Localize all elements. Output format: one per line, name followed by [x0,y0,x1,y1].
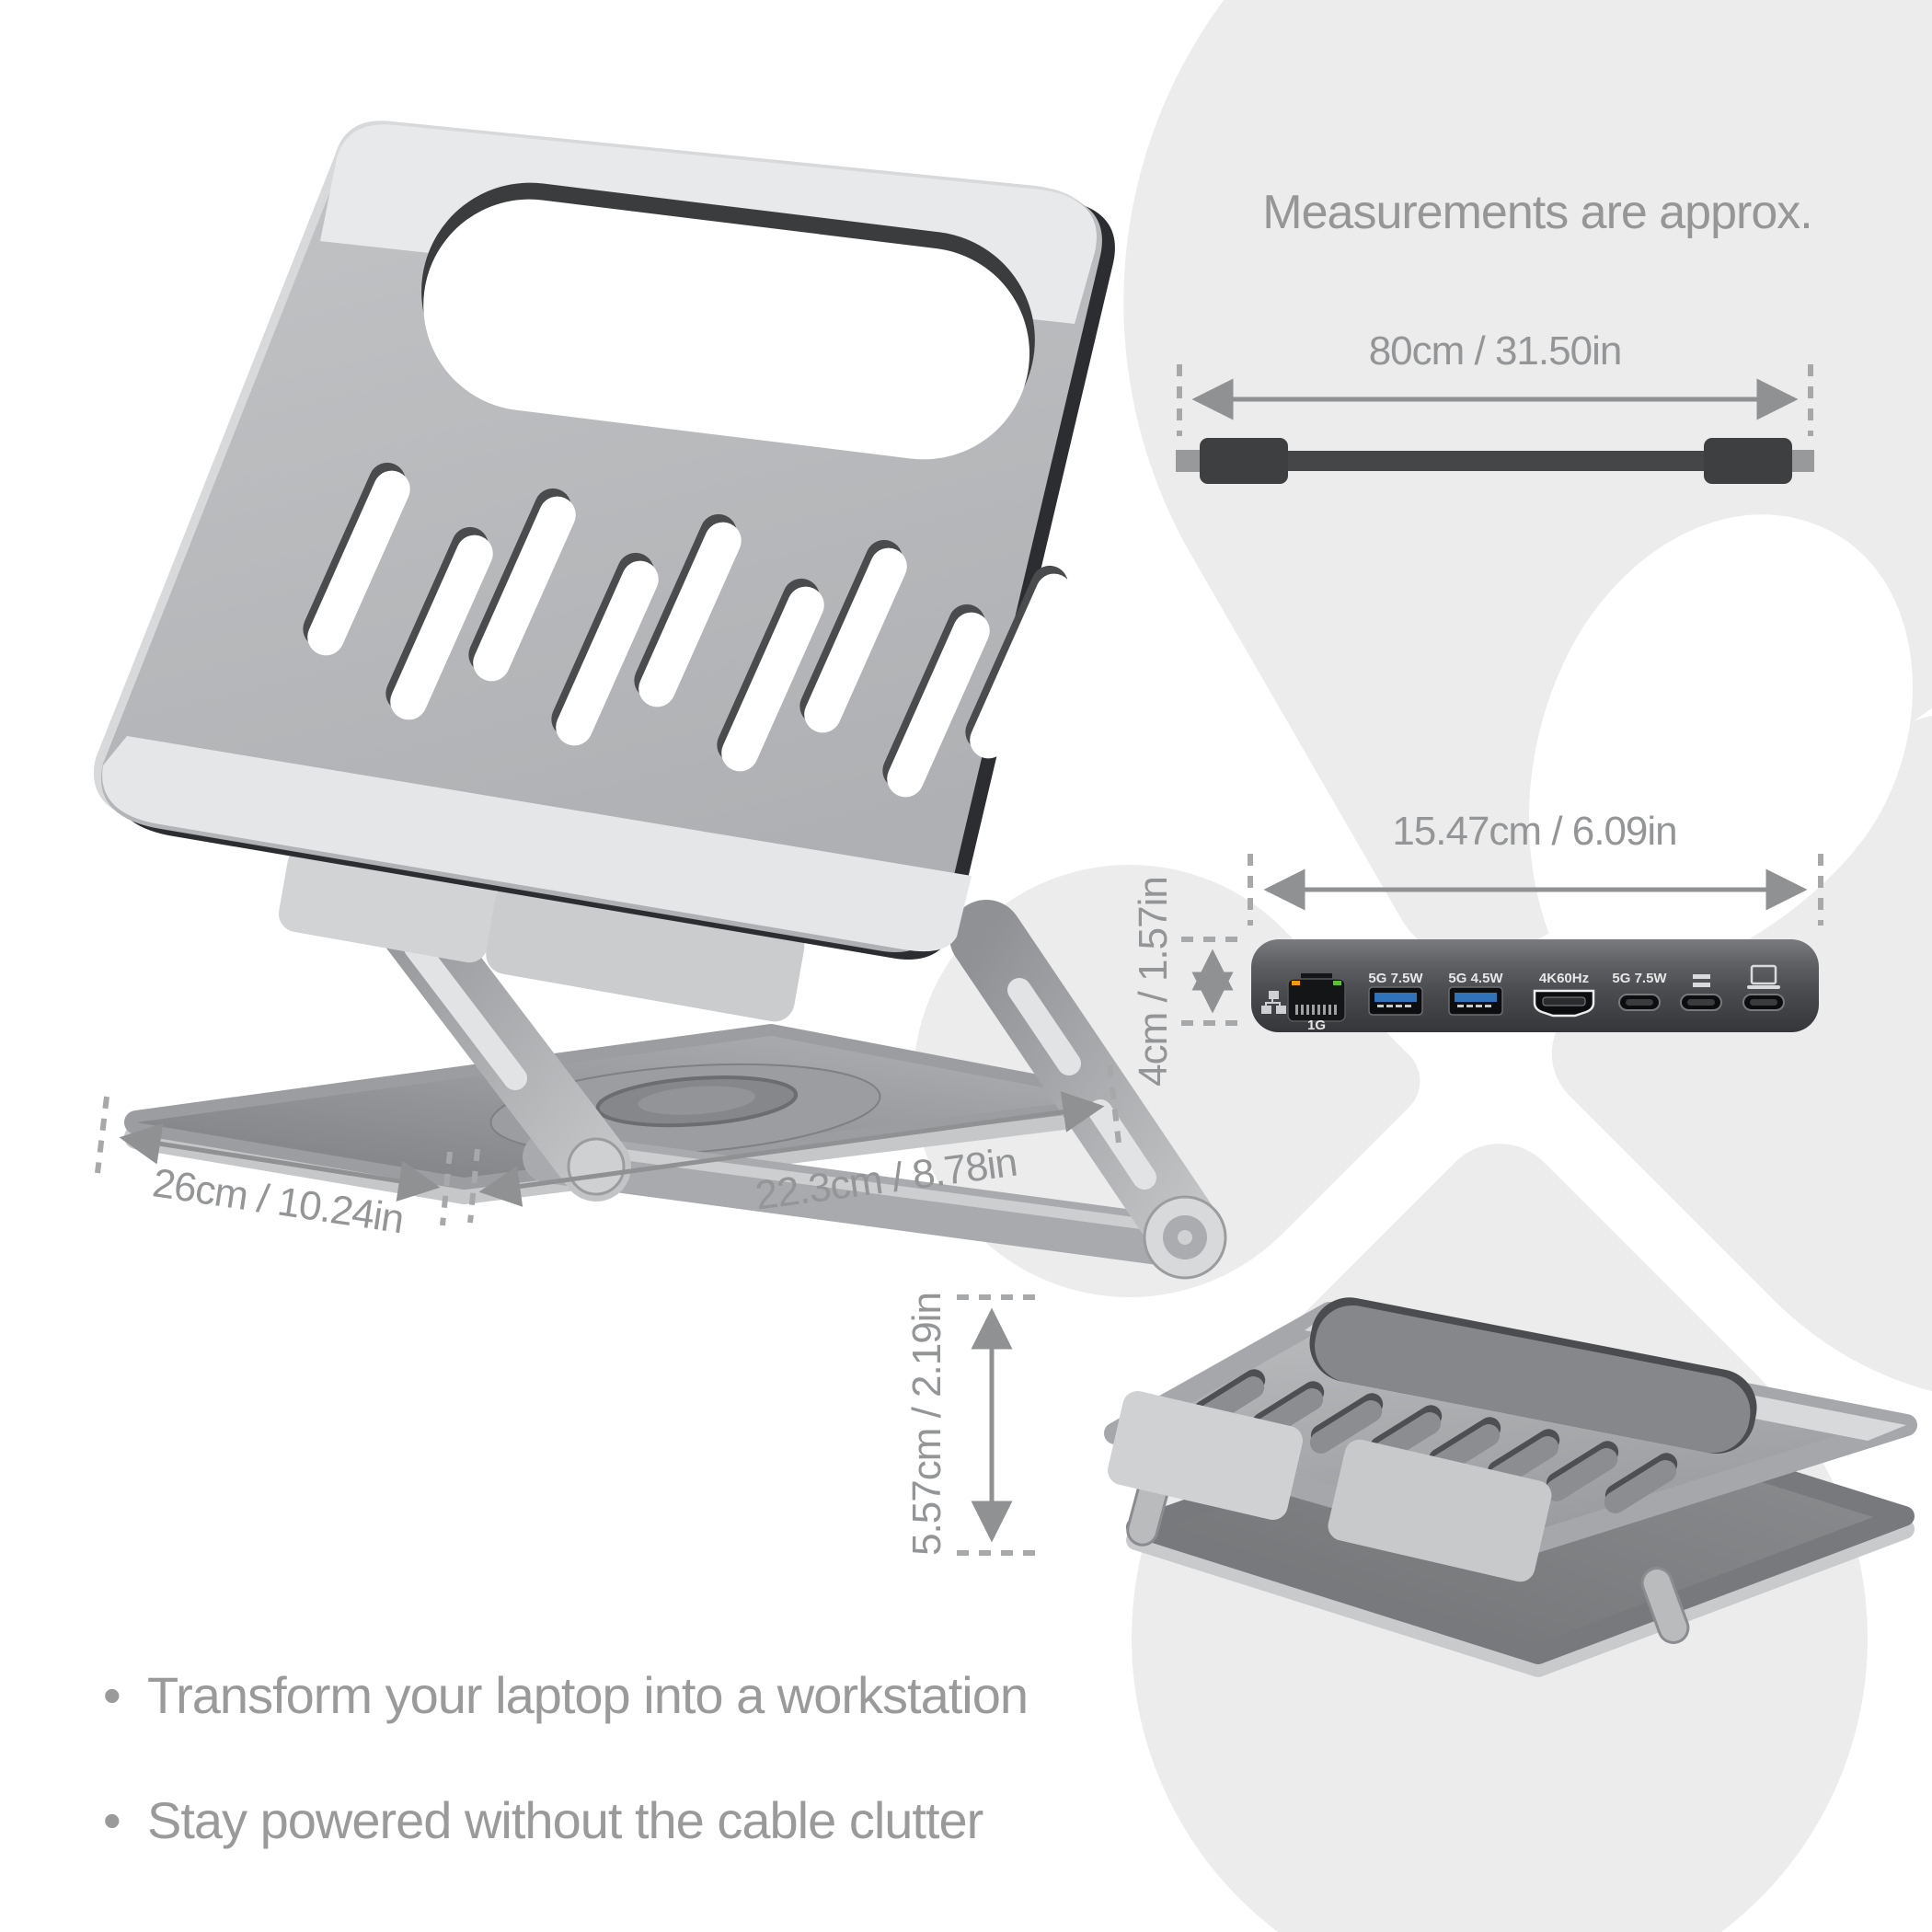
feature-bullet-1: Transform your laptop into a workstation [147,1666,1028,1724]
ethernet-led-green [1333,981,1341,985]
right-hinge-core [1178,1230,1192,1245]
right-arm-slot-2 [1088,1099,1156,1190]
usb-c-port-2 [1680,974,1722,1011]
cable-cord [1284,451,1708,471]
usb-c-port-3 [1742,964,1785,1011]
cable-dim-extension-lines [1177,364,1813,436]
cable-left-tip [1176,450,1203,472]
right-arm-slot-1 [1007,978,1081,1075]
platform-bottom-band [102,736,972,952]
hdmi-label: 4K60Hz [1539,971,1589,986]
dock-dimension: 15.47cm / 6.09in 4cm / 1.57in [1131,809,1823,1087]
power-delivery-icon [1693,974,1710,987]
front-lip-tab-2 [486,878,805,1022]
ethernet-port: 1G [1287,973,1346,1033]
folded-height-label: 5.57cm / 2.19in [904,1293,949,1556]
folded-right-foot [1640,1567,1690,1644]
folded-lip-tab-2 [1328,1439,1552,1582]
cable-dimension: 80cm / 31.50in [1177,328,1813,436]
folded-dim-extension-lines [957,1294,1038,1556]
folded-stand-illustration [1104,1297,1917,1677]
bullet-marker-2: • [103,1791,121,1849]
usb-a-port-2: 5G 4.5W [1448,971,1503,1016]
dock-height-label: 4cm / 1.57in [1131,877,1176,1087]
usbc-cable-illustration [1176,438,1814,484]
hdmi-port: 4K60Hz [1533,971,1595,1018]
usb-c-port-1: 5G 7.5W [1612,971,1667,1011]
handle-cutout [421,182,1035,460]
ethernet-speed-label: 1G [1307,1018,1326,1033]
title-measurements-approx: Measurements are approx. [1262,186,1811,239]
ethernet-led-orange [1292,981,1300,985]
clover-inner-gap [1528,514,1913,983]
ethernet-pins [1295,1005,1337,1015]
usb-a-port-1: 5G 7.5W [1368,971,1423,1016]
folded-handle-cutout [1309,1297,1757,1454]
base-width-dim-line [478,1091,1105,1207]
folded-height-dimension: 5.57cm / 2.19in [904,1293,1038,1556]
feature-bullet-2: Stay powered without the cable clutter [147,1791,983,1849]
left-arm-slot [404,936,527,1090]
cable-length-label: 80cm / 31.50in [1369,328,1622,374]
cable-left-connector [1200,438,1288,484]
usb-a1-label: 5G 7.5W [1368,971,1423,986]
feature-bullets: • Transform your laptop into a workstati… [103,1666,1029,1849]
bullet-marker-1: • [103,1666,121,1724]
background-clover-logo [823,0,1932,1932]
dock-dim-extension-lines [1181,854,1823,1026]
laptop-icon [1747,964,1780,989]
cable-right-connector [1704,438,1792,484]
laptop-stand-illustration [93,121,1227,1280]
folded-lip-tab-1 [1108,1391,1303,1520]
base-depth-dim-line [119,1123,441,1202]
dock-illustration: 1G 5G 7.5W 5G 4.5W 4K60Hz 5G 7.5W [1251,939,1819,1033]
ethernet-icon [1261,991,1286,1014]
usb-a2-label: 5G 4.5W [1448,971,1503,986]
dock-width-label: 15.47cm / 6.09in [1392,809,1676,854]
left-hinge-cap [567,1137,626,1196]
usb-c1-label: 5G 7.5W [1612,971,1667,986]
